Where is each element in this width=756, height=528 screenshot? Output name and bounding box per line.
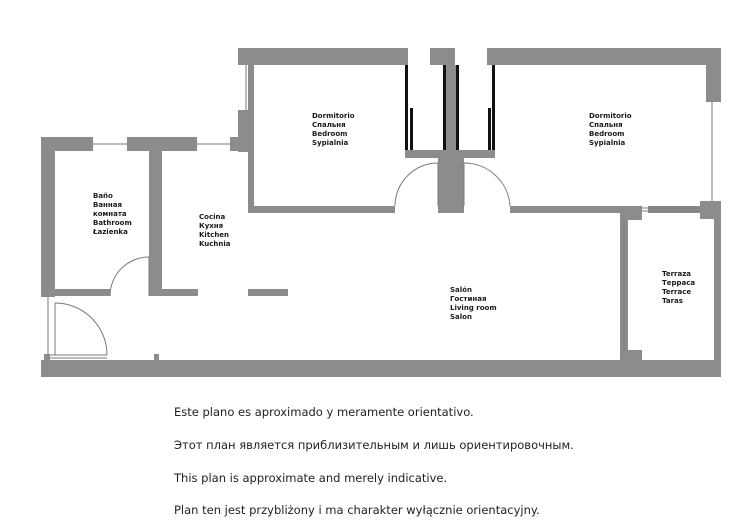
label-terrace: Terraza Терраса Terrace Taras [662, 270, 698, 305]
disclaimer-spanish: Este plano es aproximado y meramente ori… [174, 405, 474, 419]
closet-panel-3 [443, 65, 446, 150]
wall-closet-mid [446, 65, 456, 213]
door-swings [54, 162, 511, 356]
windows-and-lines [47, 65, 713, 359]
wall-bedroom-left-bottom [248, 206, 395, 213]
wall-terrace-corner [622, 206, 642, 220]
floor-plan: Dormitorio Спальня Bedroom Sypialnia Dor… [41, 48, 721, 377]
room-labels: Dormitorio Спальня Bedroom Sypialnia Dor… [92, 112, 698, 321]
wall-bedroom-right-bottom [510, 206, 622, 213]
closet-dark-panels [405, 65, 495, 150]
wall-kitchen-bottom-a [162, 289, 198, 296]
wall-top-right [487, 48, 721, 65]
wall-bedroom-right-bottom-b [648, 206, 700, 213]
wall-post-1 [154, 354, 159, 360]
walls [41, 48, 721, 377]
wall-left [41, 137, 55, 297]
closet-panel-5 [488, 108, 491, 150]
label-living-room: Salón Гостиная Living room Salon [450, 286, 499, 321]
disclaimer-russian: Этот план является приблизительным и лиш… [174, 438, 574, 452]
door-entry [54, 302, 108, 356]
closet-panel-4 [456, 65, 459, 150]
wall-closet-stub-left [438, 150, 446, 213]
wall-bath-kitchen [149, 151, 162, 296]
wall-kitchen-living [248, 289, 288, 296]
disclaimer-polish: Plan ten jest przybliżony i ma charakter… [174, 503, 540, 517]
closet-panel-6 [492, 65, 495, 150]
label-bedroom-right: Dormitorio Спальня Bedroom Sypialnia [589, 112, 634, 147]
wall-terrace-post [700, 201, 721, 219]
wall-right-upper [706, 48, 721, 102]
label-bathroom: Baño Ванная комната Bathroom Łazienka [92, 192, 134, 236]
wall-bath-top-left [41, 137, 93, 151]
closet-panel-1 [405, 65, 408, 150]
wall-bedroom-left-inner [248, 65, 254, 213]
door-bathroom [109, 256, 150, 297]
wall-terrace-right [714, 201, 721, 377]
wall-terrace-bottom-post [622, 350, 642, 362]
closet-panel-2 [410, 108, 413, 150]
wall-bath-top-right [127, 137, 197, 151]
disclaimer-english: This plan is approximate and merely indi… [174, 471, 448, 485]
wall-bath-bottom [55, 289, 110, 296]
door-bedroom-right [463, 162, 511, 207]
wall-post-2 [44, 354, 50, 360]
door-bedroom-left [394, 162, 439, 207]
label-kitchen: Cocina Кухня Kitchen Kuchnia [199, 213, 231, 248]
wall-closet-stub-right [456, 150, 464, 213]
wall-top-left [238, 48, 408, 65]
label-bedroom-left: Dormitorio Спальня Bedroom Sypialnia [312, 112, 357, 147]
wall-bottom [41, 360, 721, 377]
wall-closet-left [405, 150, 495, 158]
wall-top-mid [430, 48, 455, 65]
